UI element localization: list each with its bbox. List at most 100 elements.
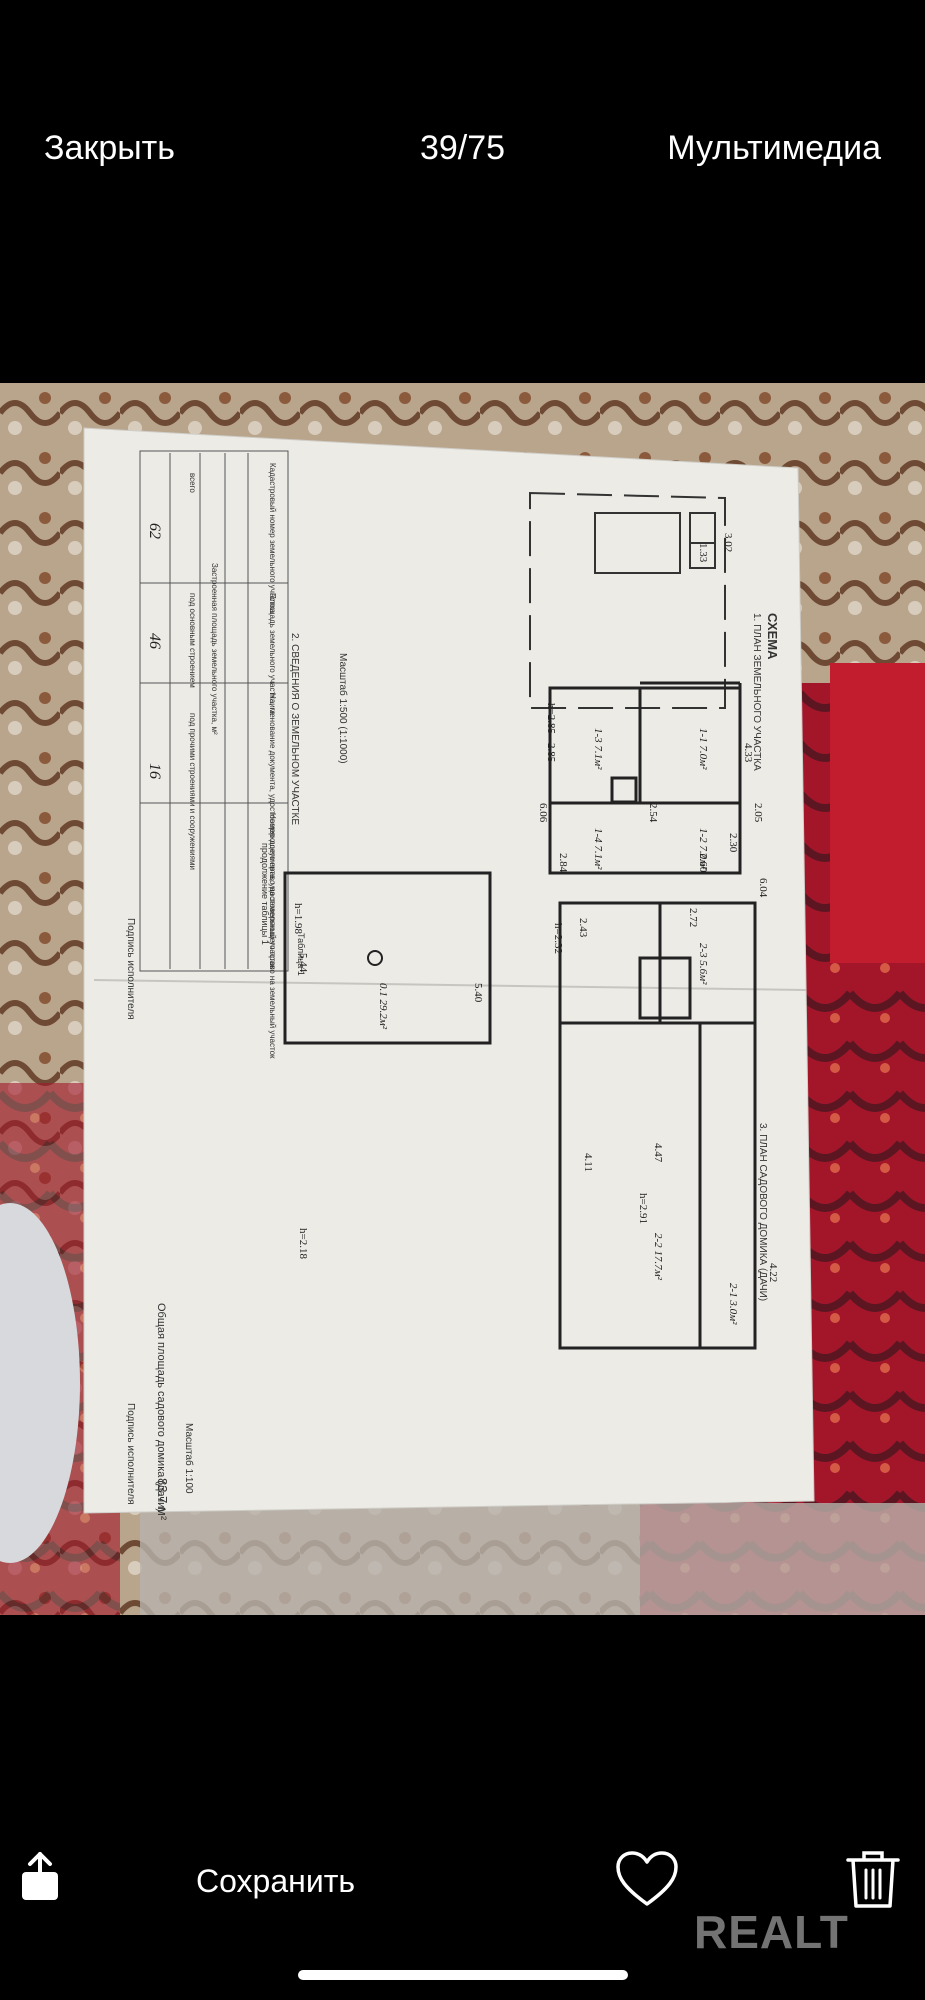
height-label-text: h=2.85 bbox=[545, 703, 557, 734]
dimension-label: 2.60 bbox=[697, 853, 709, 873]
height-label: h=2.18 bbox=[297, 1228, 309, 1259]
top-bar: Закрыть 39/75 Мультимедиа bbox=[0, 0, 925, 300]
room-label: 1-4 7.1м² bbox=[592, 828, 604, 870]
room-label-text: 2-2 17.7м² bbox=[652, 1233, 664, 1281]
dimension-label: 2.43 bbox=[577, 918, 589, 938]
height-label-text: h=2.18 bbox=[297, 1228, 309, 1259]
col-area: Площадь земельного участка, га bbox=[268, 593, 277, 715]
sub-other: под прочими строениями и сооружениями bbox=[188, 713, 197, 870]
dimension-label: 2.72 bbox=[687, 908, 699, 927]
dimension-label: 2.54 bbox=[647, 803, 659, 823]
photo-counter: 39/75 bbox=[419, 129, 506, 167]
room-label-text: 1-3 7.1м² bbox=[592, 728, 604, 770]
dimension-label-text: 6.04 bbox=[757, 878, 769, 898]
dimension-label: 4.11 bbox=[582, 1153, 594, 1172]
dimension-label-text: 2.85 bbox=[545, 743, 557, 763]
height-label-text: h=1.98 bbox=[292, 903, 304, 934]
height-label: h=2.85 bbox=[545, 703, 557, 734]
dimension-label: 4.33 bbox=[742, 743, 754, 763]
doc-scale1: Масштаб 1:500 (1:1000) bbox=[337, 653, 349, 764]
value-total: 62 bbox=[146, 523, 163, 539]
doc-total-area-value: 83.7 м² bbox=[155, 1478, 170, 1521]
dimension-label: 4.22 bbox=[767, 1263, 779, 1282]
doc-signature-label: Подпись исполнителя bbox=[125, 1403, 136, 1505]
dimension-label-text: 5.40 bbox=[472, 983, 484, 1003]
dimension-label-text: 4.33 bbox=[742, 743, 754, 763]
value-main: 46 bbox=[146, 633, 163, 649]
doc-table-caption: Таблица 1 bbox=[296, 933, 306, 976]
house-plan-floor1 bbox=[548, 681, 742, 875]
dimension-label-text: 3.02 bbox=[722, 533, 734, 552]
dimension-label-text: 4.22 bbox=[767, 1263, 779, 1282]
doc-total-area-label: Общая площадь садового домика (дачи) bbox=[155, 1303, 167, 1512]
home-indicator[interactable] bbox=[298, 1970, 628, 1980]
media-button[interactable]: Мультимедиа bbox=[667, 129, 881, 167]
room-label-text: 2-3 5.6м² bbox=[697, 943, 709, 985]
doc-section2: 2. СВЕДЕНИЯ О ЗЕМЕЛЬНОМ УЧАСТКЕ bbox=[289, 633, 300, 825]
room-label: 2-1 3.0м² bbox=[727, 1283, 739, 1325]
dimension-label-text: 2.43 bbox=[577, 918, 589, 938]
dimension-label-text: 4.47 bbox=[652, 1143, 664, 1163]
built-area-header: Застроенная площадь земельного участка, … bbox=[210, 563, 219, 735]
room-label: 1-3 7.1м² bbox=[592, 728, 604, 770]
dimension-label: 2.84 bbox=[557, 853, 569, 873]
dimension-label: 5.40 bbox=[472, 983, 484, 1003]
house-plan-floor2 bbox=[558, 901, 757, 1350]
doc-table-cont: продолжение таблицы 1 bbox=[260, 843, 270, 945]
col-doc-number: Номер документа, удостоверяющего право н… bbox=[268, 813, 277, 1059]
dimension-label: 5.44 bbox=[297, 953, 309, 973]
height-label: h=1.98 bbox=[292, 903, 304, 934]
dimension-label-text: 4.11 bbox=[582, 1153, 594, 1172]
room-label-text: 2-1 3.0м² bbox=[727, 1283, 739, 1325]
close-button[interactable]: Закрыть bbox=[44, 129, 175, 167]
value-other: 16 bbox=[146, 763, 163, 779]
photo-floor-plan[interactable]: СХЕМА 1. ПЛАН ЗЕМЕЛЬНОГО УЧАСТКА 2. СВЕД… bbox=[0, 383, 925, 1615]
height-label: h=2.32 bbox=[552, 923, 564, 954]
doc-signature-label-2: Подпись исполнителя bbox=[125, 918, 136, 1020]
col-doc-name: Наименование документа, удостоверяющего … bbox=[268, 693, 277, 970]
info-table bbox=[139, 450, 289, 972]
height-label-text: h=2.91 bbox=[637, 1193, 649, 1224]
realt-watermark: REALT bbox=[694, 1906, 849, 1958]
height-label: h=2.91 bbox=[637, 1193, 649, 1224]
dimension-label-text: 2.54 bbox=[647, 803, 659, 823]
room-label: 2-2 17.7м² bbox=[652, 1233, 664, 1281]
dimension-label: 4.47 bbox=[652, 1143, 664, 1163]
land-plot-plan bbox=[529, 491, 726, 709]
dimension-label-text: 5.44 bbox=[297, 953, 309, 973]
room-label-text: 0.1 29.2м² bbox=[377, 983, 389, 1030]
dimension-label-text: 2.84 bbox=[557, 853, 569, 873]
dimension-label-text: 1.33 bbox=[697, 543, 709, 563]
room-label-text: 1-4 7.1м² bbox=[592, 828, 604, 870]
dimension-label: 2.05 bbox=[752, 803, 764, 823]
room-label-text: 1-1 7.0м² bbox=[697, 728, 709, 770]
height-label-text: h=2.32 bbox=[552, 923, 564, 954]
heart-icon[interactable] bbox=[615, 1850, 679, 1908]
dimension-label-text: 2.30 bbox=[727, 833, 739, 853]
dimension-label: 2.30 bbox=[727, 833, 739, 853]
dimension-label: 6.04 bbox=[757, 878, 769, 898]
dimension-label-text: 2.05 bbox=[752, 803, 764, 823]
room-label: 1-2 7.0м² bbox=[697, 828, 709, 870]
doc-section3: 3. ПЛАН САДОВОГО ДОМИКА (ДАЧИ) bbox=[757, 1123, 768, 1301]
doc-title: СХЕМА bbox=[765, 613, 780, 660]
save-button[interactable]: Сохранить bbox=[196, 1863, 356, 1899]
attic-plan bbox=[283, 871, 492, 1045]
dimension-label: 3.02 bbox=[722, 533, 734, 552]
dimension-label-text: 6.06 bbox=[537, 803, 549, 823]
share-icon[interactable] bbox=[18, 1850, 62, 1904]
room-label-text: 1-2 7.0м² bbox=[697, 828, 709, 870]
doc-scale2: Масштаб 1:100 bbox=[183, 1423, 195, 1494]
room-label: 0.1 29.2м² bbox=[377, 983, 389, 1030]
dimension-label: 1.33 bbox=[697, 543, 709, 563]
dimension-label-text: 2.72 bbox=[687, 908, 699, 927]
room-label: 1-1 7.0м² bbox=[697, 728, 709, 770]
sub-main: под основным строением bbox=[188, 593, 197, 688]
dimension-label-text: 2.60 bbox=[697, 853, 709, 873]
doc-section1: 1. ПЛАН ЗЕМЕЛЬНОГО УЧАСТКА bbox=[751, 613, 762, 771]
col-cadastral: Кадастровый номер земельного участка bbox=[268, 463, 277, 614]
sub-total: всего bbox=[188, 473, 197, 493]
trash-icon[interactable] bbox=[844, 1848, 902, 1910]
dimension-label: 2.85 bbox=[545, 743, 557, 763]
dimension-label: 6.06 bbox=[537, 803, 549, 823]
